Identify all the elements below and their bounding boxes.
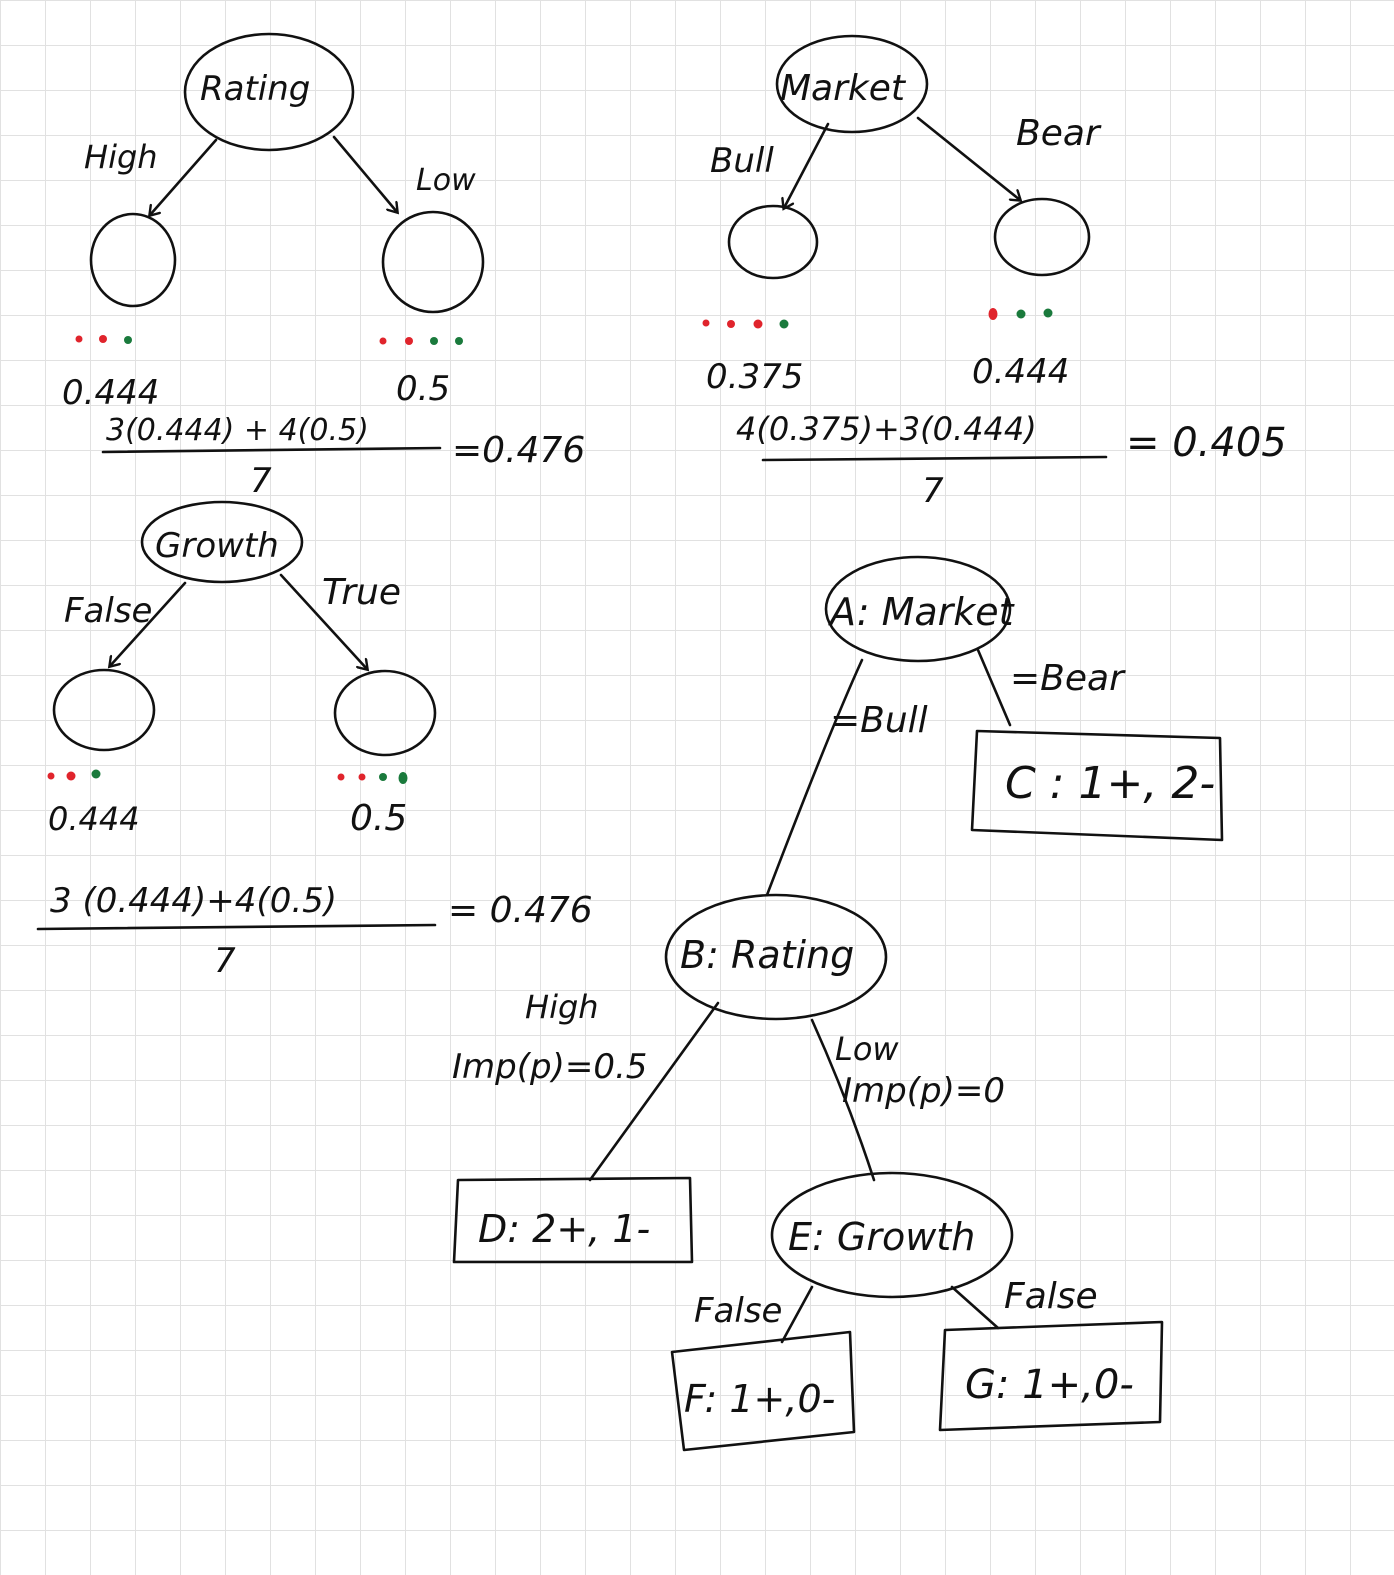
edge-low-label: Low — [835, 1030, 899, 1068]
leaf-g-label: G: 1+,0- — [965, 1362, 1134, 1408]
node-b-label: B: Rating — [680, 933, 854, 977]
node-e-growth — [770, 1171, 1014, 1299]
market-root-node — [775, 34, 929, 134]
growth-formula-numerator: 3 (0.444)+4(0.5) — [50, 881, 337, 921]
edge-false-left-label: False — [694, 1291, 782, 1331]
leaf-c-label: C : 1+, 2- — [1005, 758, 1215, 809]
growth-left-impurity: 0.444 — [48, 800, 140, 838]
growth-left-branch-label: False — [64, 591, 152, 631]
market-right-child — [993, 197, 1091, 277]
edge-high-label: High — [525, 988, 599, 1026]
edge-e-to-f — [780, 1285, 814, 1344]
growth-right-class-dots — [337, 772, 408, 784]
growth-formula-result: = 0.476 — [448, 890, 593, 931]
market-right-edge — [916, 116, 1020, 200]
final-decision-tree: A: Market =Bull =Bear C : 1+, 2- B: Rati… — [452, 555, 1224, 1452]
edge-e-to-g — [950, 1285, 1000, 1330]
market-left-child — [727, 204, 819, 280]
market-left-edge — [784, 122, 830, 208]
market-left-class-dots — [702, 319, 789, 329]
edge-bull-label: =Bull — [830, 700, 928, 741]
rating-left-class-dots — [75, 335, 132, 344]
leaf-d-label: D: 2+, 1- — [478, 1207, 650, 1251]
rating-right-branch-label: Low — [416, 163, 476, 198]
growth-root-node — [140, 500, 304, 584]
rating-left-impurity: 0.444 — [62, 373, 159, 413]
leaf-g-box — [938, 1320, 1164, 1432]
rating-formula-numerator: 3(0.444) + 4(0.5) — [106, 413, 369, 448]
growth-fraction-bar — [36, 923, 437, 931]
growth-right-edge — [279, 573, 367, 669]
market-left-impurity: 0.375 — [706, 357, 803, 397]
rating-left-edge — [150, 138, 218, 215]
leaf-c-box — [970, 729, 1224, 842]
market-formula-numerator: 4(0.375)+3(0.444) — [736, 410, 1037, 448]
market-fraction-bar — [761, 455, 1108, 462]
rating-right-edge — [332, 135, 397, 212]
edge-b-to-d — [588, 1001, 720, 1182]
edge-bear-label: =Bear — [1010, 658, 1126, 699]
growth-root-label: Growth — [155, 526, 279, 566]
edge-a-to-c — [976, 648, 1012, 727]
rating-left-branch-label: High — [84, 138, 158, 176]
edge-low-impurity: Imp(p)=0 — [842, 1071, 1005, 1111]
rating-root-label: Rating — [200, 69, 310, 109]
node-b-rating — [664, 893, 888, 1021]
rating-root-node — [183, 32, 355, 152]
market-right-impurity: 0.444 — [972, 352, 1069, 392]
rating-right-class-dots — [379, 337, 463, 345]
rating-formula-denominator: 7 — [250, 461, 272, 501]
market-right-branch-label: Bear — [1016, 113, 1102, 154]
node-a-label: A: Market — [827, 590, 1016, 634]
edge-false-right-label: False — [1004, 1276, 1098, 1317]
rating-right-impurity: 0.5 — [396, 369, 450, 409]
market-right-class-dots — [988, 308, 1053, 320]
rating-formula-result: =0.476 — [452, 430, 585, 471]
market-formula-result: = 0.405 — [1126, 420, 1287, 466]
leaf-f-label: F: 1+,0- — [684, 1377, 835, 1421]
growth-right-child — [333, 669, 437, 757]
node-e-label: E: Growth — [788, 1215, 975, 1259]
edge-b-to-e — [810, 1018, 876, 1182]
rating-fraction-bar — [101, 446, 442, 454]
market-split-tree: Market Bull Bear 0.375 0.444 4(0.375)+3(… — [702, 34, 1287, 511]
leaf-d-box — [452, 1176, 694, 1264]
growth-left-edge — [110, 581, 187, 666]
rating-right-child — [381, 210, 485, 314]
leaf-f-box — [670, 1330, 856, 1452]
growth-left-child — [52, 668, 156, 752]
market-root-label: Market — [780, 68, 907, 109]
rating-split-tree: Rating High Low 0.444 0.5 3(0.444) + 4(0… — [62, 32, 585, 501]
market-formula-denominator: 7 — [922, 471, 944, 511]
growth-split-tree: Growth False True 0.444 0.5 3 (0.444)+4(… — [36, 500, 593, 981]
growth-formula-denominator: 7 — [214, 941, 236, 981]
edge-high-impurity: Imp(p)=0.5 — [452, 1047, 647, 1087]
growth-right-impurity: 0.5 — [350, 798, 407, 839]
rating-left-child — [89, 212, 177, 308]
growth-right-branch-label: True — [322, 572, 401, 613]
growth-left-class-dots — [47, 769, 101, 781]
node-a-market — [824, 555, 1012, 663]
edge-a-to-b — [765, 658, 864, 897]
market-left-branch-label: Bull — [710, 141, 774, 181]
